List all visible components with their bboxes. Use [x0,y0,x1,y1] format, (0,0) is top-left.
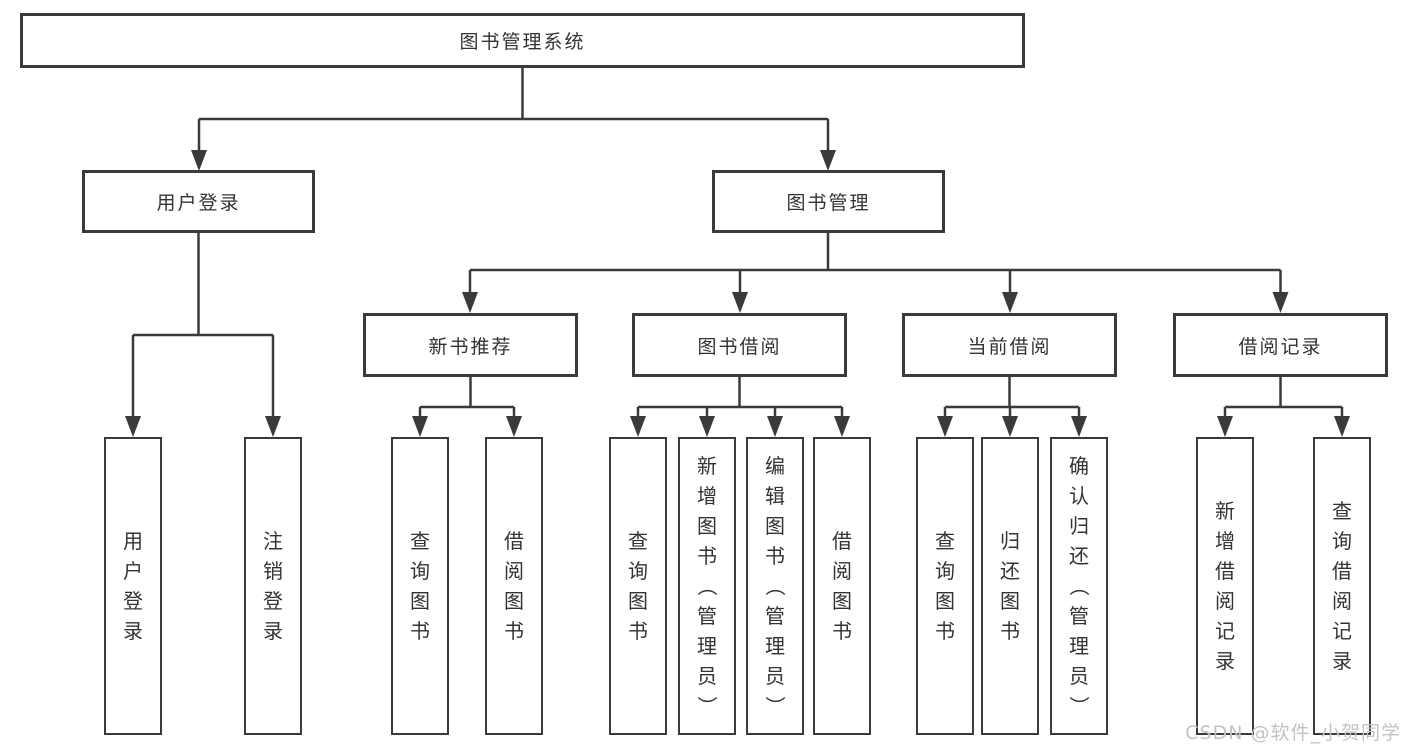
node-book-borrow: 图书借阅 [632,313,847,377]
vertical-char: 用 [123,529,143,553]
vertical-char: 图 [1000,589,1020,613]
leaf-logout: 注销登录 [244,437,302,735]
vertical-char: 新 [697,454,717,478]
vertical-char: 询 [935,559,955,583]
vertical-char: ） [1067,696,1091,716]
vertical-char: 记 [1332,619,1352,643]
leaf-query-books-recommend: 查询图书 [391,437,449,735]
vertical-char: 理 [1069,634,1089,658]
vertical-char: 还 [1000,559,1020,583]
vertical-char: 管 [1069,604,1089,628]
vertical-char: 询 [410,559,430,583]
leaf-query-books-borrow: 查询图书 [609,437,667,735]
vertical-char: 借 [1215,559,1235,583]
vertical-char: 录 [263,619,283,643]
vertical-char: （ [763,576,787,596]
vertical-char: 查 [410,529,430,553]
vertical-char: 图 [410,589,430,613]
vertical-char: 图 [697,514,717,538]
vertical-char: 书 [832,619,852,643]
vertical-char: 书 [935,619,955,643]
vertical-char: 录 [1215,649,1235,673]
vertical-char: 图 [504,589,524,613]
node-book-management: 图书管理 [712,170,945,233]
vertical-char: ） [695,696,719,716]
vertical-char: 阅 [1332,589,1352,613]
vertical-char: 登 [123,589,143,613]
node-new-book-recommend: 新书推荐 [363,313,578,377]
node-system-root: 图书管理系统 [20,13,1025,68]
vertical-char: ） [763,696,787,716]
leaf-edit-book-admin: 编辑图书 （ 管理员 ） [746,437,804,735]
vertical-char: 阅 [832,559,852,583]
vertical-char: 录 [123,619,143,643]
vertical-char: 员 [1069,664,1089,688]
vertical-char: （ [695,576,719,596]
vertical-char: 还 [1069,544,1089,568]
leaf-add-book-admin: 新增图书 （ 管理员 ） [678,437,736,735]
vertical-char: 归 [1000,529,1020,553]
vertical-char: 书 [410,619,430,643]
watermark: CSDN @软件_小贺同学 [1185,722,1401,744]
vertical-char: 记 [1215,619,1235,643]
vertical-char: 管 [697,604,717,628]
vertical-char: 确 [1069,454,1089,478]
node-current-borrow: 当前借阅 [902,313,1117,377]
vertical-char: 编 [765,454,785,478]
vertical-char: 阅 [504,559,524,583]
vertical-char: 查 [1332,499,1352,523]
node-borrow-records: 借阅记录 [1173,313,1388,377]
vertical-char: 员 [765,664,785,688]
vertical-char: 借 [832,529,852,553]
vertical-char: 图 [765,514,785,538]
leaf-query-borrow-record: 查询借阅记录 [1313,437,1371,735]
vertical-char: 查 [935,529,955,553]
vertical-char: 员 [697,664,717,688]
vertical-char: 户 [123,559,143,583]
vertical-char: 归 [1069,514,1089,538]
vertical-char: 销 [263,559,283,583]
leaf-borrow-books-recommend: 借阅图书 [485,437,543,735]
vertical-char: 理 [765,634,785,658]
vertical-char: 图 [628,589,648,613]
vertical-char: （ [1067,576,1091,596]
leaf-borrow-books: 借阅图书 [813,437,871,735]
vertical-char: 书 [697,544,717,568]
vertical-char: 图 [935,589,955,613]
leaf-query-books-current: 查询图书 [916,437,974,735]
vertical-char: 询 [628,559,648,583]
vertical-char: 借 [504,529,524,553]
vertical-char: 增 [1215,529,1235,553]
vertical-char: 增 [697,484,717,508]
vertical-char: 阅 [1215,589,1235,613]
vertical-char: 借 [1332,559,1352,583]
vertical-char: 书 [504,619,524,643]
leaf-add-borrow-record: 新增借阅记录 [1196,437,1254,735]
vertical-char: 理 [697,634,717,658]
vertical-char: 书 [765,544,785,568]
vertical-char: 注 [263,529,283,553]
vertical-char: 登 [263,589,283,613]
vertical-char: 认 [1069,484,1089,508]
leaf-return-book: 归还图书 [981,437,1039,735]
vertical-char: 管 [765,604,785,628]
node-user-login: 用户登录 [82,170,315,233]
leaf-confirm-return-admin: 确认归还 （ 管理员 ） [1050,437,1108,735]
leaf-user-login: 用户登录 [104,437,162,735]
vertical-char: 图 [832,589,852,613]
vertical-char: 书 [628,619,648,643]
vertical-char: 询 [1332,529,1352,553]
vertical-char: 录 [1332,649,1352,673]
vertical-char: 新 [1215,499,1235,523]
vertical-char: 查 [628,529,648,553]
vertical-char: 辑 [765,484,785,508]
vertical-char: 书 [1000,619,1020,643]
